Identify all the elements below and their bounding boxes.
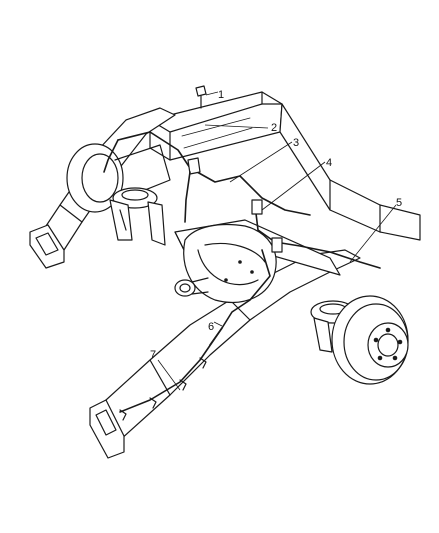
callout-3: 3 xyxy=(293,137,299,149)
brake-lines xyxy=(103,131,381,421)
callout-4: 4 xyxy=(326,157,332,169)
callout-labels: 1 2 3 4 5 6 7 xyxy=(150,89,402,361)
callout-leaders xyxy=(157,91,397,391)
far-frame-rail xyxy=(279,103,421,241)
callout-1: 1 xyxy=(218,89,224,101)
rear-crossmember xyxy=(149,91,283,161)
differential-housing xyxy=(174,223,277,303)
callout-6: 6 xyxy=(208,321,214,333)
callout-7: 7 xyxy=(150,349,156,361)
left-brake-drum xyxy=(66,143,171,213)
left-spring-seat xyxy=(109,187,166,246)
bolt-fastener xyxy=(195,85,207,109)
callout-5: 5 xyxy=(396,197,402,209)
callout-2: 2 xyxy=(271,122,277,134)
right-brake-drum xyxy=(331,295,409,385)
